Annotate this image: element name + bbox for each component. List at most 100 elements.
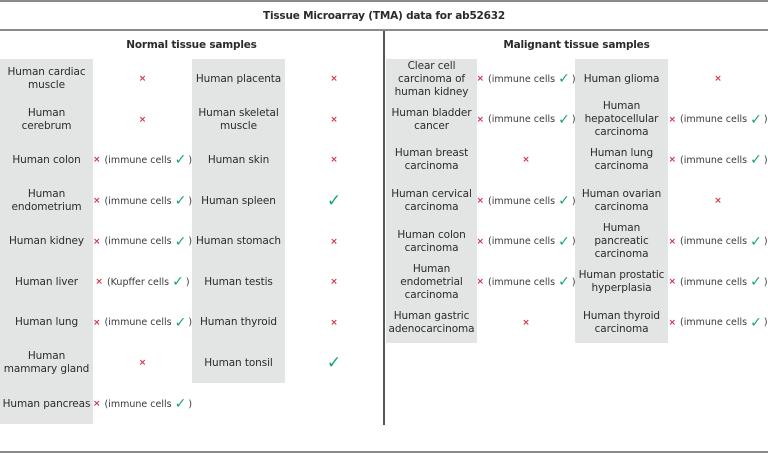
cross-icon: × [476,114,485,125]
table-title: Tissue Microarray (TMA) data for ab52632 [263,9,505,22]
cross-icon: × [668,155,677,166]
tissue-name: Human prostatic hyperplasia [578,269,665,295]
staining-result: ✓ [285,181,383,222]
staining-result: × [668,59,768,100]
staining-result: ×(immune cells✓) [93,221,192,262]
staining-result: ×(immune cells✓) [476,59,576,100]
close-paren: ) [763,276,768,288]
checkmark-icon: ✓ [326,191,342,212]
close-paren: ) [571,276,576,288]
cross-icon: × [714,74,722,85]
staining-result: × [285,221,383,262]
cross-icon: × [522,317,530,328]
top-rule [0,0,768,2]
staining-result: × [285,140,383,181]
result-note: (Kupffer cells [106,276,170,288]
title-rule [0,29,768,31]
tissue-name: Human lung [14,316,79,329]
bottom-rule [0,451,768,453]
result-note: (immune cells [680,317,748,329]
tissue-name: Human hepatocellular carcinoma [584,100,659,139]
tissue-name: Human colon [12,153,81,166]
malignant-section-heading: Malignant tissue samples [503,39,650,51]
tissue-name: Human cerebrum [21,106,72,132]
cross-icon: × [330,277,338,288]
tissue-name: Human cervical carcinoma [391,188,472,214]
result-note: (immune cells [488,114,556,126]
staining-result: × [93,343,192,384]
tissue-name: Human pancreas [2,397,91,410]
staining-result: ×(immune cells✓) [668,221,768,262]
staining-result: ×(immune cells✓) [93,181,192,222]
cross-icon: × [330,236,338,247]
cross-icon: × [330,114,338,125]
checkmark-icon: ✓ [558,274,570,291]
staining-result: ×(immune cells✓) [668,303,768,344]
tissue-name: Human tonsil [204,356,273,369]
close-paren: ) [763,114,768,126]
staining-result: ×(immune cells✓) [476,262,576,303]
cross-icon: × [330,317,338,328]
cross-icon: × [92,196,101,207]
tissue-name: Human lung carcinoma [589,147,654,173]
tissue-name: Human mammary gland [3,350,90,376]
close-paren: ) [185,276,190,288]
checkmark-icon: ✓ [174,396,187,413]
malignant-col2-bg [575,59,668,343]
checkmark-icon: ✓ [174,152,187,169]
close-paren: ) [188,154,193,166]
cross-icon: × [522,155,530,166]
result-note: (immune cells [104,154,172,166]
malignant-col1-bg [386,59,477,343]
tissue-name: Clear cell carcinoma of human kidney [394,59,469,98]
tissue-name: Human testis [204,275,273,288]
staining-result: ×(immune cells✓) [668,100,768,141]
cross-icon: × [92,399,101,410]
checkmark-icon: ✓ [558,71,570,88]
checkmark-icon: ✓ [326,353,342,374]
result-note: (immune cells [104,317,172,329]
tissue-name: Human skeletal muscle [198,106,279,132]
normal-col1-bg [0,59,93,424]
tissue-name: Human placenta [195,72,282,85]
tissue-name: Human spleen [201,194,276,207]
checkmark-icon: ✓ [750,152,762,169]
tissue-name: Human bladder cancer [391,106,472,132]
close-paren: ) [188,236,193,248]
cross-icon: × [668,114,677,125]
cross-icon: × [330,74,338,85]
tissue-name: Human cardiac muscle [7,66,86,92]
close-paren: ) [571,73,576,85]
staining-result: × [285,262,383,303]
cross-icon: × [476,236,485,247]
checkmark-icon: ✓ [558,111,570,128]
tissue-name: Human endometrium [11,188,82,214]
cross-icon: × [668,277,677,288]
checkmark-icon: ✓ [172,274,184,291]
close-paren: ) [571,114,576,126]
close-paren: ) [763,154,768,166]
tissue-name: Human colon carcinoma [397,228,466,254]
staining-result: ×(immune cells✓) [93,384,192,425]
cross-icon: × [476,74,485,85]
staining-result: × [668,181,768,222]
result-note: (immune cells [488,236,556,248]
checkmark-icon: ✓ [750,314,762,331]
result-note: (immune cells [104,195,172,207]
tissue-name: Human glioma [583,72,660,85]
tissue-name: Human kidney [9,235,84,248]
staining-result: ×(immune cells✓) [476,100,576,141]
staining-result: ×(immune cells✓) [476,181,575,222]
staining-result: × [285,303,383,344]
tissue-name: Human gastric adenocarcinoma [388,309,475,335]
result-note: (immune cells [104,398,172,410]
result-note: (immune cells [488,73,556,85]
close-paren: ) [188,195,193,207]
result-note: (immune cells [488,276,556,288]
cross-icon: × [476,196,485,207]
cross-icon: × [330,155,338,166]
result-note: (immune cells [680,154,748,166]
checkmark-icon: ✓ [558,233,570,250]
staining-result: × [285,100,383,141]
staining-result: × [285,59,383,100]
